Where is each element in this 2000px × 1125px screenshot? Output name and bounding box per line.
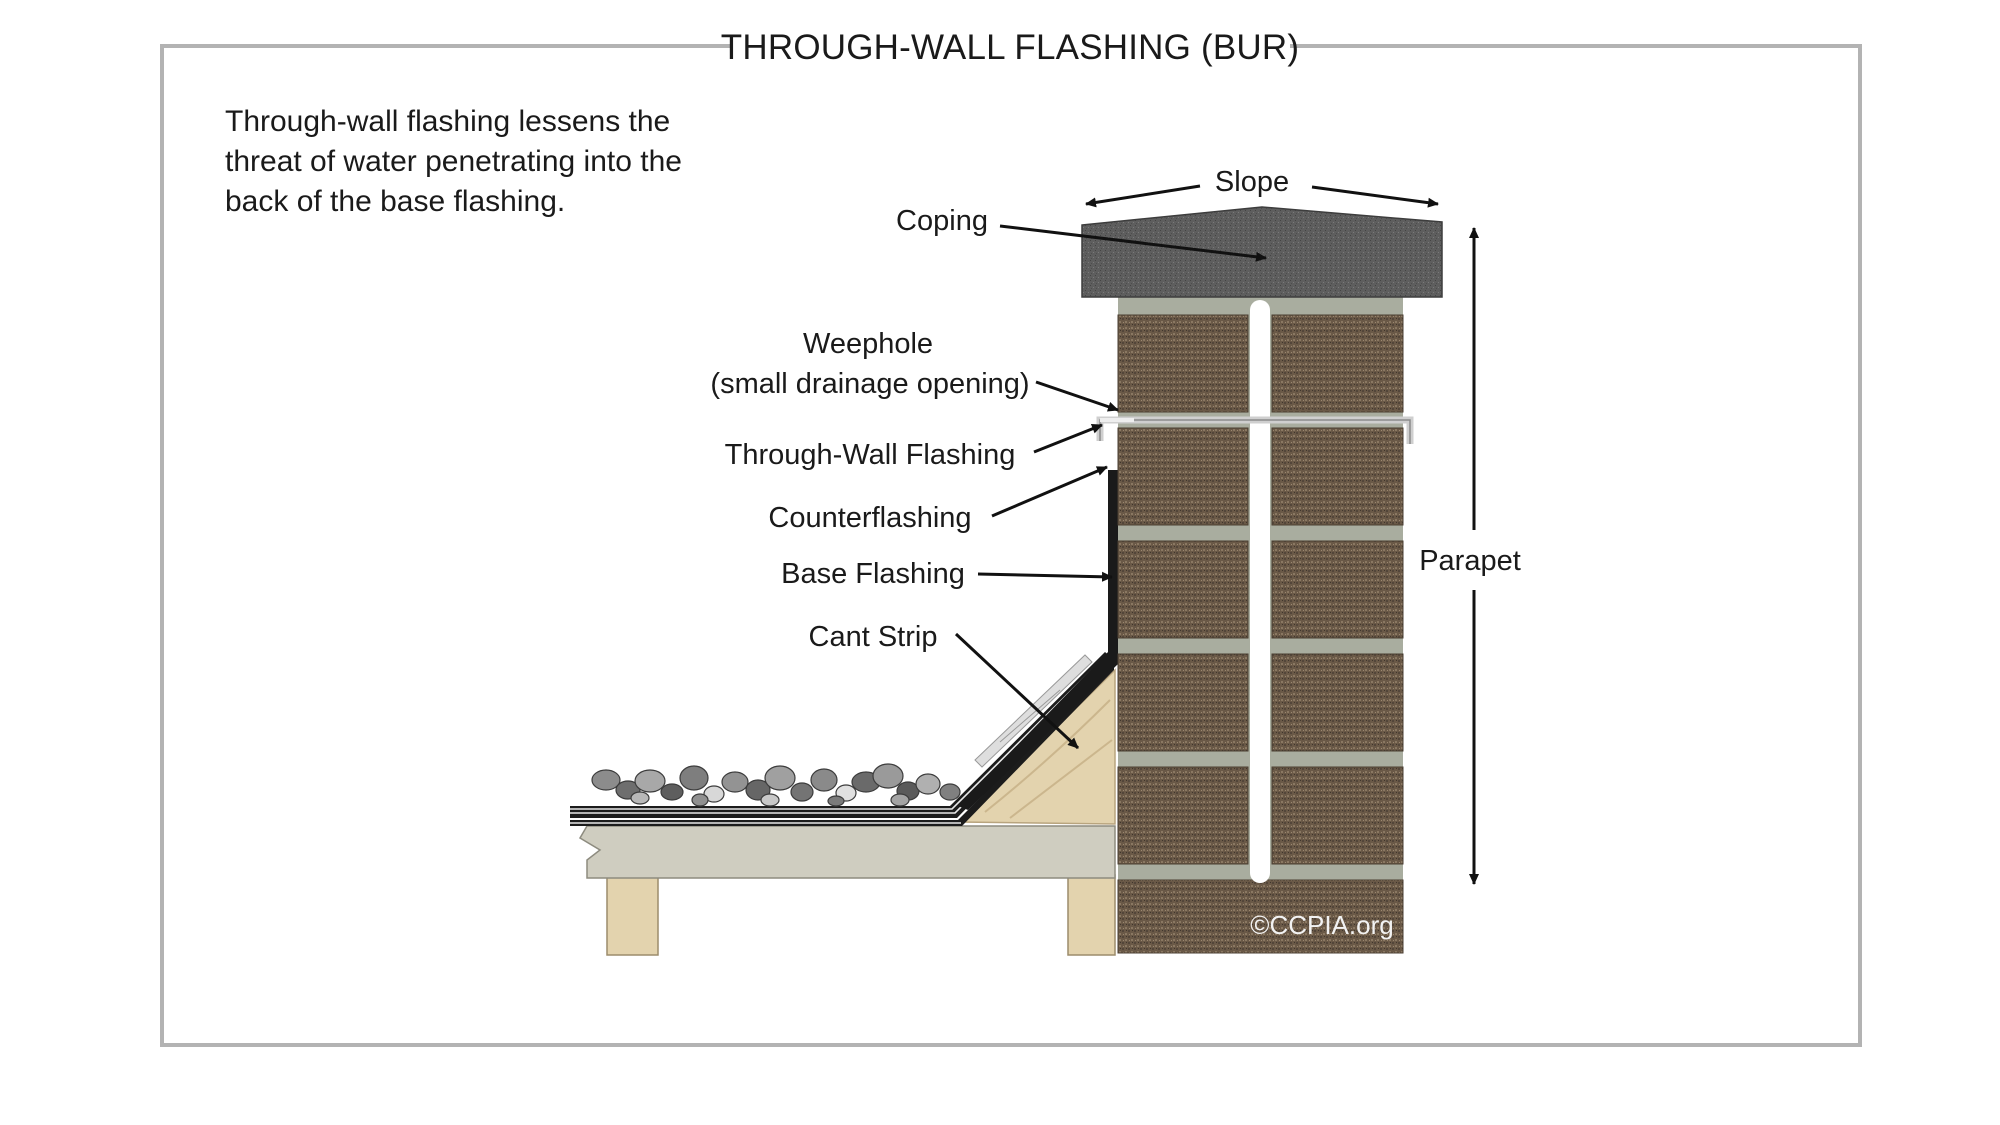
label-through-wall-flashing: Through-Wall Flashing (725, 439, 1016, 471)
frame-border (160, 44, 1862, 1047)
parapet-bricks (1117, 314, 1404, 954)
right-wood-support (1067, 874, 1116, 956)
label-parapet: Parapet (1419, 545, 1521, 577)
intro-line-1: Through-wall flashing lessens the (225, 105, 670, 138)
label-cant-strip: Cant Strip (809, 621, 938, 653)
label-base-flashing: Base Flashing (781, 558, 965, 590)
gravel-ballast (591, 763, 961, 807)
wall-cavity (1250, 300, 1270, 883)
label-slope: Slope (1215, 166, 1289, 198)
coping (1081, 206, 1443, 298)
label-counterflashing: Counterflashing (768, 502, 971, 534)
label-coping: Coping (896, 205, 988, 237)
diagram-title: THROUGH-WALL FLASHING (BUR) (721, 28, 1299, 67)
intro-line-2: threat of water penetrating into the (225, 145, 682, 178)
label-weephole: Weephole (803, 328, 933, 360)
copyright-text: ©CCPIA.org (1250, 910, 1393, 940)
label-weephole-detail: (small drainage opening) (710, 368, 1029, 400)
left-wood-support (606, 874, 659, 956)
intro-line-3: back of the base flashing. (225, 185, 565, 218)
roof-deck (578, 825, 1116, 879)
